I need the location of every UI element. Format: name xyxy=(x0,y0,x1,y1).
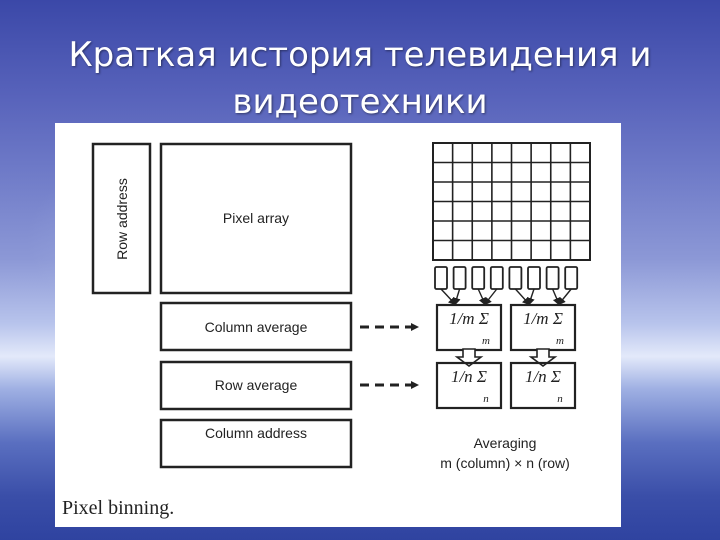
converging-arrow xyxy=(483,288,498,306)
column-readout-boxes xyxy=(434,266,579,290)
converging-arrow xyxy=(557,288,572,306)
converging-arrow xyxy=(551,288,561,306)
row-avg-sub-left: n xyxy=(483,393,489,405)
column-readout-box xyxy=(564,266,579,290)
column-readout-box xyxy=(527,266,541,290)
pixel-array-block xyxy=(159,142,353,295)
averaging-formula: m (column) × n (row) xyxy=(440,455,570,471)
column-avg-expr-right: 1/m Σ xyxy=(523,309,563,328)
slide-title: Краткая история телевидения и видеотехни… xyxy=(0,32,720,126)
column-average-block xyxy=(159,301,353,352)
converging-arrow xyxy=(514,288,531,306)
column-readout-box xyxy=(434,266,448,290)
column-average-label: Column average xyxy=(205,319,308,335)
column-address-label: Column address xyxy=(205,425,307,441)
column-avg-expr-left: 1/m Σ xyxy=(449,309,489,328)
hollow-down-arrow-left xyxy=(454,348,484,367)
pixel-grid xyxy=(432,142,591,261)
slide-title-line-1: Краткая история телевидения и xyxy=(68,35,652,75)
row-average-label: Row average xyxy=(215,377,298,393)
column-readout-box xyxy=(545,266,560,290)
converging-arrow xyxy=(440,288,457,306)
column-avg-sub-right: m xyxy=(556,335,564,347)
column-readout-box xyxy=(452,266,467,290)
averaging-title: Averaging xyxy=(474,435,537,451)
column-avg-sub-left: m xyxy=(482,335,490,347)
row-average-block xyxy=(159,360,353,411)
column-readout-box xyxy=(489,266,504,290)
pixel-binning-diagram: Row address Pixel array Column average R… xyxy=(62,142,591,519)
converging-arrow xyxy=(452,288,461,306)
figure-caption: Pixel binning. xyxy=(62,497,174,519)
row-address-label: Row address xyxy=(114,178,130,260)
slide-title-line-2: видеотехники xyxy=(232,82,488,122)
row-address-block xyxy=(91,142,152,295)
converging-arrow xyxy=(527,288,535,306)
row-avg-expr-right: 1/n Σ xyxy=(525,367,561,386)
column-readout-box xyxy=(471,266,486,290)
row-avg-operator-left xyxy=(435,361,503,410)
column-address-block xyxy=(159,418,353,469)
converging-arrow xyxy=(477,288,487,306)
row-avg-expr-left: 1/n Σ xyxy=(451,367,487,386)
column-readout-box xyxy=(508,266,523,290)
row-avg-sub-right: n xyxy=(557,393,563,405)
row-avg-operator-right xyxy=(509,361,577,410)
pixel-array-label: Pixel array xyxy=(223,210,289,226)
pixel-binning-figure: Row address Pixel array Column average R… xyxy=(55,123,621,527)
converging-arrows xyxy=(440,288,572,306)
hollow-down-arrow-right xyxy=(528,348,558,367)
